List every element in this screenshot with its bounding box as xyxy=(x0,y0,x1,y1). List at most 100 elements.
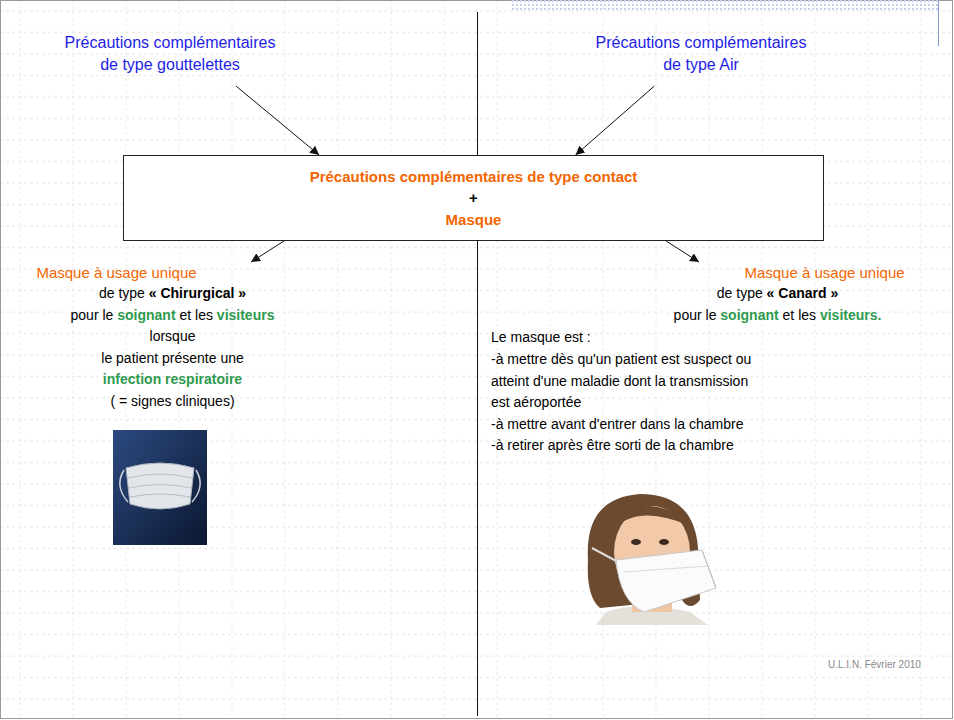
word: -à xyxy=(491,416,507,432)
word: usage xyxy=(106,264,151,281)
word: pour xyxy=(674,307,706,323)
word: à xyxy=(802,264,815,281)
text-block: Précautions complémentaires de type Air xyxy=(564,32,838,86)
word: être xyxy=(587,437,615,453)
word: complémentaires xyxy=(400,168,528,185)
word: avant xyxy=(551,416,589,432)
word: ( xyxy=(110,393,119,409)
text-block: Masque à usage unique de type « Canard » … xyxy=(618,262,937,326)
word: : xyxy=(587,329,591,345)
list-item: -à mettre dès qu'un patient est suspect … xyxy=(491,349,751,414)
word: -à xyxy=(491,351,507,367)
word: Le xyxy=(491,329,510,345)
node-text: Précautions complémentaires de type cont… xyxy=(136,166,811,187)
word: Précautions xyxy=(310,168,400,185)
label-holder: -à mettre avant d'entrer dans la chambre xyxy=(491,414,744,436)
node-text: de type « Chirurgical » pour le soignant… xyxy=(28,283,317,412)
word: de xyxy=(527,168,549,185)
word: masque xyxy=(510,329,564,345)
word: dans xyxy=(640,416,674,432)
surgical-mask-photo xyxy=(113,430,207,545)
word: est xyxy=(491,394,514,410)
word: la xyxy=(655,373,670,389)
word: de xyxy=(99,285,118,301)
node-text: + xyxy=(136,187,811,209)
word: Masque xyxy=(744,264,802,281)
label-holder: -à mettre dès qu'un patient est suspect … xyxy=(491,349,751,414)
emphasis-word: visiteurs. xyxy=(820,307,881,323)
duck-mask-photo xyxy=(588,494,716,625)
word: la xyxy=(674,416,689,432)
list-item: -à retirer après être sorti de la chambr… xyxy=(491,435,734,457)
word: = xyxy=(119,393,131,409)
word: le xyxy=(706,307,721,323)
word: maladie xyxy=(571,373,624,389)
word: complémentaires xyxy=(685,34,807,51)
word: Masque xyxy=(36,264,94,281)
word: après xyxy=(548,437,587,453)
word: le xyxy=(101,350,116,366)
word: usage xyxy=(814,264,859,281)
node-text: Précautions complémentaires de type Air xyxy=(564,32,838,76)
word: unique xyxy=(860,264,905,281)
credit-text: U.L.I.N. Février 2010 xyxy=(828,659,921,671)
word: pour xyxy=(71,307,103,323)
word: d'entrer xyxy=(589,416,640,432)
word: mettre xyxy=(507,351,551,367)
word: qu'un xyxy=(577,351,615,367)
word: Air xyxy=(719,56,739,73)
node-text: Masque à usage unique xyxy=(665,262,954,283)
word: le xyxy=(102,307,117,323)
divider-line xyxy=(477,12,478,716)
word: contact xyxy=(584,168,637,185)
text-block: Masque à usage uniquede type « Chirurgic… xyxy=(28,262,317,412)
word: sorti xyxy=(615,437,645,453)
word: cliniques) xyxy=(175,393,234,409)
word: patient xyxy=(116,350,162,366)
word: + xyxy=(469,189,478,206)
word: Canard xyxy=(778,285,830,301)
list-item: -à mettre avant d'entrer dans la chambre xyxy=(491,414,744,436)
node-text: de type « Canard » pour le soignant et l… xyxy=(618,283,937,326)
node-text: Masque à usage unique xyxy=(0,262,261,283)
arrow-connector xyxy=(576,86,655,155)
emphasis-word: respiratoire xyxy=(165,371,242,387)
emphasis-word: soignant xyxy=(720,307,782,323)
header-band xyxy=(510,0,938,12)
word: retirer xyxy=(507,437,547,453)
word: est xyxy=(564,329,587,345)
text-block: Précautions complémentaires de type gout… xyxy=(38,32,302,86)
word: « xyxy=(767,285,779,301)
arrow-connector xyxy=(251,241,284,262)
word: signes xyxy=(131,393,175,409)
word: Précautions xyxy=(65,34,154,51)
word: mettre xyxy=(507,416,551,432)
word: de xyxy=(663,56,685,73)
word: les xyxy=(195,307,217,323)
word: atteint xyxy=(491,373,533,389)
label-holder: -à retirer après être sorti de la chambr… xyxy=(491,435,734,457)
word: type xyxy=(549,168,584,185)
word: Février xyxy=(865,659,899,670)
word: transmission xyxy=(670,373,749,389)
emphasis-word: soignant xyxy=(117,307,179,323)
word: et xyxy=(179,307,195,323)
word: à xyxy=(94,264,107,281)
word: type xyxy=(122,56,157,73)
word: la xyxy=(665,437,680,453)
node-text: Masque xyxy=(136,209,811,230)
word: suspect xyxy=(684,351,736,367)
word: une xyxy=(220,350,243,366)
word: dès xyxy=(551,351,577,367)
word: -à xyxy=(491,437,507,453)
word: lorsque xyxy=(150,328,196,344)
word: chambre xyxy=(679,437,733,453)
word: Chirurgical xyxy=(160,285,238,301)
word: ou xyxy=(736,351,752,367)
word: de xyxy=(645,437,664,453)
word: Précautions xyxy=(596,34,685,51)
